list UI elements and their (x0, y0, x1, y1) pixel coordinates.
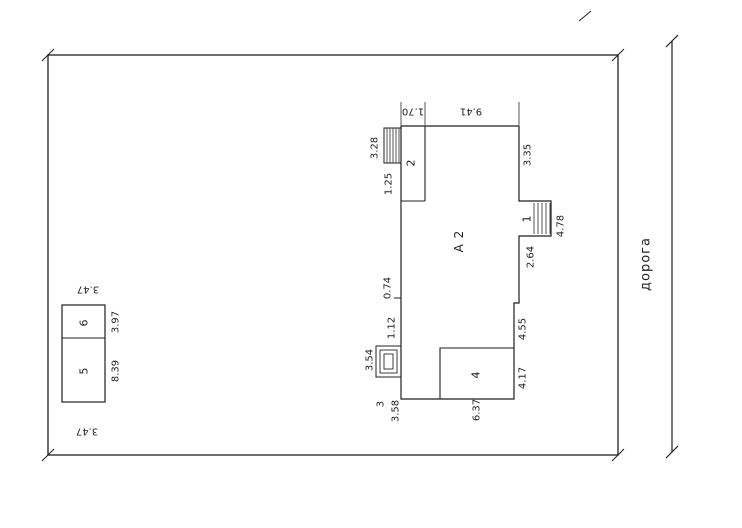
main-building-outline (400, 125, 552, 400)
dim-bottom-right: 6.37 (472, 399, 483, 421)
dim-right-mid: 4.55 (518, 318, 529, 340)
porch-3: 1.12 3.54 3 (365, 317, 402, 407)
dim-part1-height: 2.64 (526, 246, 537, 268)
room-2-label: 2 (405, 160, 418, 167)
road-label: дорога (639, 237, 654, 291)
left-edge-offset: 0.74 (383, 277, 401, 299)
dim-part1-width: 4.78 (556, 215, 567, 237)
dim-right-lower: 4.17 (518, 367, 529, 389)
dim-porch-height: 3.54 (365, 349, 376, 371)
dim-outbuilding-top: 3.47 (77, 284, 99, 295)
dim-outbuilding-side-lower: 8.39 (111, 360, 122, 382)
outbuilding: 6 5 3.47 3.97 8.39 3.47 (61, 284, 122, 437)
room-4: 4 (439, 347, 514, 399)
dim-outbuilding-side-upper: 3.97 (111, 311, 122, 333)
dim-right-upper: 3.35 (523, 144, 534, 166)
outbuilding-5-label: 5 (78, 368, 91, 375)
dim-bottom-left: 3.58 (391, 400, 402, 422)
boundary-corner-ticks (41, 10, 625, 462)
room-2: 2 (401, 126, 426, 202)
dim-top-left: 1.70 (402, 106, 424, 117)
dim-outbuilding-bottom: 3.47 (76, 426, 98, 437)
part-1: 1 4.78 2.64 (521, 203, 567, 268)
cold-attachment-top: 3.28 1.25 (370, 127, 402, 195)
porch-3-label: 3 (376, 401, 387, 407)
parcel-boundary (47, 54, 619, 456)
dim-attachment-height: 3.28 (370, 137, 381, 159)
top-extension-lines (400, 102, 520, 125)
road-line (665, 34, 679, 459)
part-1-label: 1 (521, 216, 534, 223)
main-building-label: А 2 (452, 230, 466, 253)
dim-left-offset: 0.74 (383, 277, 394, 299)
dim-left-lower: 1.12 (387, 317, 398, 339)
dim-top-right: 9.41 (460, 106, 482, 117)
outbuilding-6-label: 6 (78, 320, 91, 327)
dim-attachment-width: 1.25 (384, 173, 395, 195)
room-4-label: 4 (470, 372, 483, 379)
